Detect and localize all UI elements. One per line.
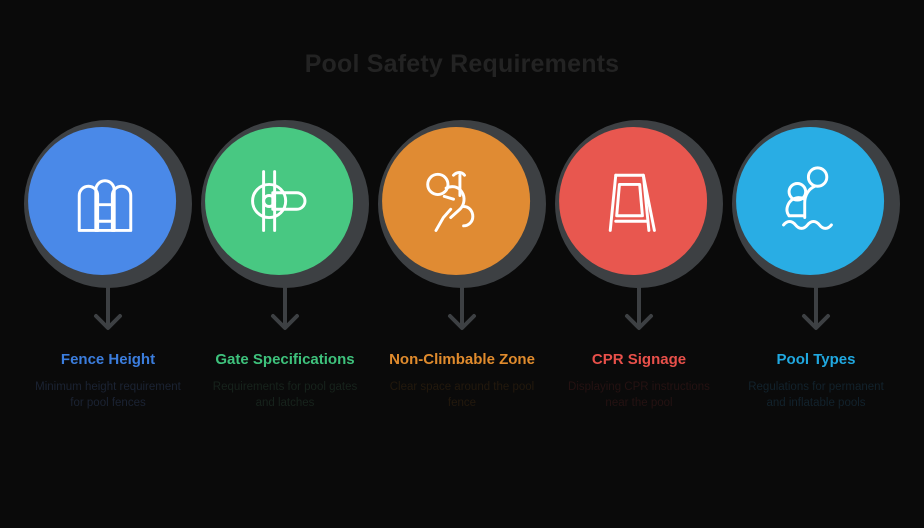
icon-node-pool-types[interactable] (730, 118, 902, 290)
connector-arrow (255, 286, 315, 342)
gate-latch-icon (236, 155, 328, 247)
requirement-item-cpr-signage[interactable]: CPR Signage Displaying CPR instructions … (553, 118, 725, 412)
node-disc (736, 127, 885, 276)
requirement-text-block: Pool Types Regulations for permanent and… (730, 350, 902, 412)
node-disc (382, 127, 531, 276)
swimmers-icon (767, 155, 859, 247)
requirement-heading: Pool Types (776, 351, 856, 368)
icon-node-gate-specifications[interactable] (199, 118, 371, 290)
requirement-item-gate-specifications[interactable]: Gate Specifications Requirements for poo… (199, 118, 371, 412)
fence-icon (59, 155, 151, 247)
requirement-text-block: Non-Climbable Zone Clear space around th… (376, 350, 548, 412)
requirement-text-block: Gate Specifications Requirements for poo… (199, 350, 371, 412)
requirement-description: Minimum height requirement for pool fenc… (35, 380, 181, 410)
requirement-text-block: Fence Height Minimum height requirement … (22, 350, 194, 412)
icon-node-fence-height[interactable] (22, 118, 194, 290)
page-title: Pool Safety Requirements (304, 50, 620, 78)
node-disc (205, 127, 354, 276)
requirement-heading: Gate Specifications (215, 351, 355, 368)
connector-arrow (432, 286, 492, 342)
requirement-description: Displaying CPR instructions near the poo… (568, 380, 710, 410)
icon-node-non-climbable-zone[interactable] (376, 118, 548, 290)
requirement-item-fence-height[interactable]: Fence Height Minimum height requirement … (22, 118, 194, 412)
requirement-description: Regulations for permanent and inflatable… (748, 380, 884, 410)
a-frame-sign-icon (590, 155, 682, 247)
icon-node-cpr-signage[interactable] (553, 118, 725, 290)
requirement-text-block: CPR Signage Displaying CPR instructions … (553, 350, 725, 412)
climbing-person-icon (413, 155, 505, 247)
node-disc (28, 127, 177, 276)
requirement-description: Requirements for pool gates and latches (212, 380, 358, 410)
requirement-heading: Non-Climbable Zone (389, 351, 535, 368)
connector-arrow (78, 286, 138, 342)
connector-arrow (609, 286, 669, 342)
requirement-heading: Fence Height (60, 351, 156, 368)
requirement-item-pool-types[interactable]: Pool Types Regulations for permanent and… (730, 118, 902, 412)
requirement-item-non-climbable-zone[interactable]: Non-Climbable Zone Clear space around th… (376, 118, 548, 412)
connector-arrow (786, 286, 846, 342)
requirement-columns: Fence Height Minimum height requirement … (22, 118, 902, 412)
requirement-description: Clear space around the pool fence (389, 380, 535, 410)
node-disc (559, 127, 708, 276)
requirement-heading: CPR Signage (591, 351, 687, 368)
